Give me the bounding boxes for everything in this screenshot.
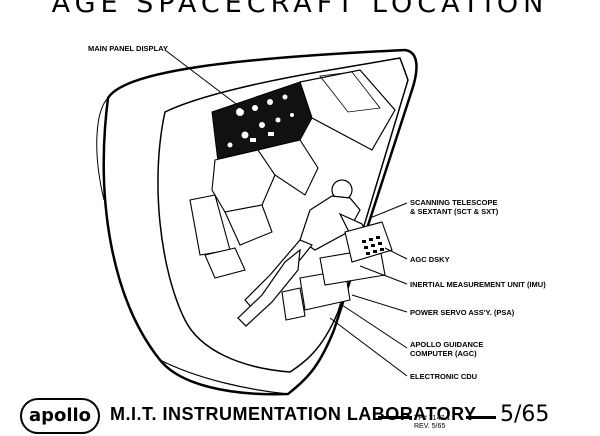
- capsule-heat-shield-edge: [159, 359, 289, 395]
- footer-reference: TP# 7147-1 REV. 5/65: [414, 415, 451, 431]
- footer-rule: [466, 416, 496, 419]
- astronaut-figure: [237, 179, 371, 327]
- label-psa: POWER SERVO ASS'Y. (PSA): [410, 308, 515, 317]
- leader-lines: [164, 49, 408, 377]
- dsky-keypad: [362, 236, 384, 255]
- apollo-logo: apollo: [20, 398, 100, 434]
- label-line: & SEXTANT (SCT & SXT): [410, 207, 499, 216]
- panel-dials: [227, 94, 294, 148]
- page-title: AGE SPACECRAFT LOCATION: [51, 0, 549, 19]
- label-scanning-telescope: SCANNING TELESCOPE & SEXTANT (SCT & SXT): [410, 198, 498, 216]
- footer-rule: [378, 416, 412, 419]
- crew-couches: [189, 139, 319, 279]
- footer-lab-name: M.I.T. INSTRUMENTATION LABORATORY: [110, 404, 477, 424]
- label-imu: INERTIAL MEASUREMENT UNIT (IMU): [410, 280, 546, 289]
- footer-date: 5/65: [500, 402, 550, 427]
- footer-ref-line: REV. 5/65: [414, 423, 446, 430]
- label-agc: APOLLO GUIDANCE COMPUTER (AGC): [410, 340, 483, 358]
- equipment-bay: [281, 221, 393, 321]
- capsule-inner-rim: [157, 57, 409, 373]
- label-main-panel-display: MAIN PANEL DISPLAY: [88, 44, 168, 53]
- label-line: APOLLO GUIDANCE: [410, 340, 484, 349]
- label-agc-dsky: AGC DSKY: [410, 255, 450, 264]
- label-line: SCANNING TELESCOPE: [410, 198, 498, 207]
- label-line: COMPUTER (AGC): [410, 349, 477, 358]
- footer-ref-line: TP# 7147-1: [414, 415, 451, 422]
- label-electronic-cdu: ELECTRONIC CDU: [410, 372, 478, 381]
